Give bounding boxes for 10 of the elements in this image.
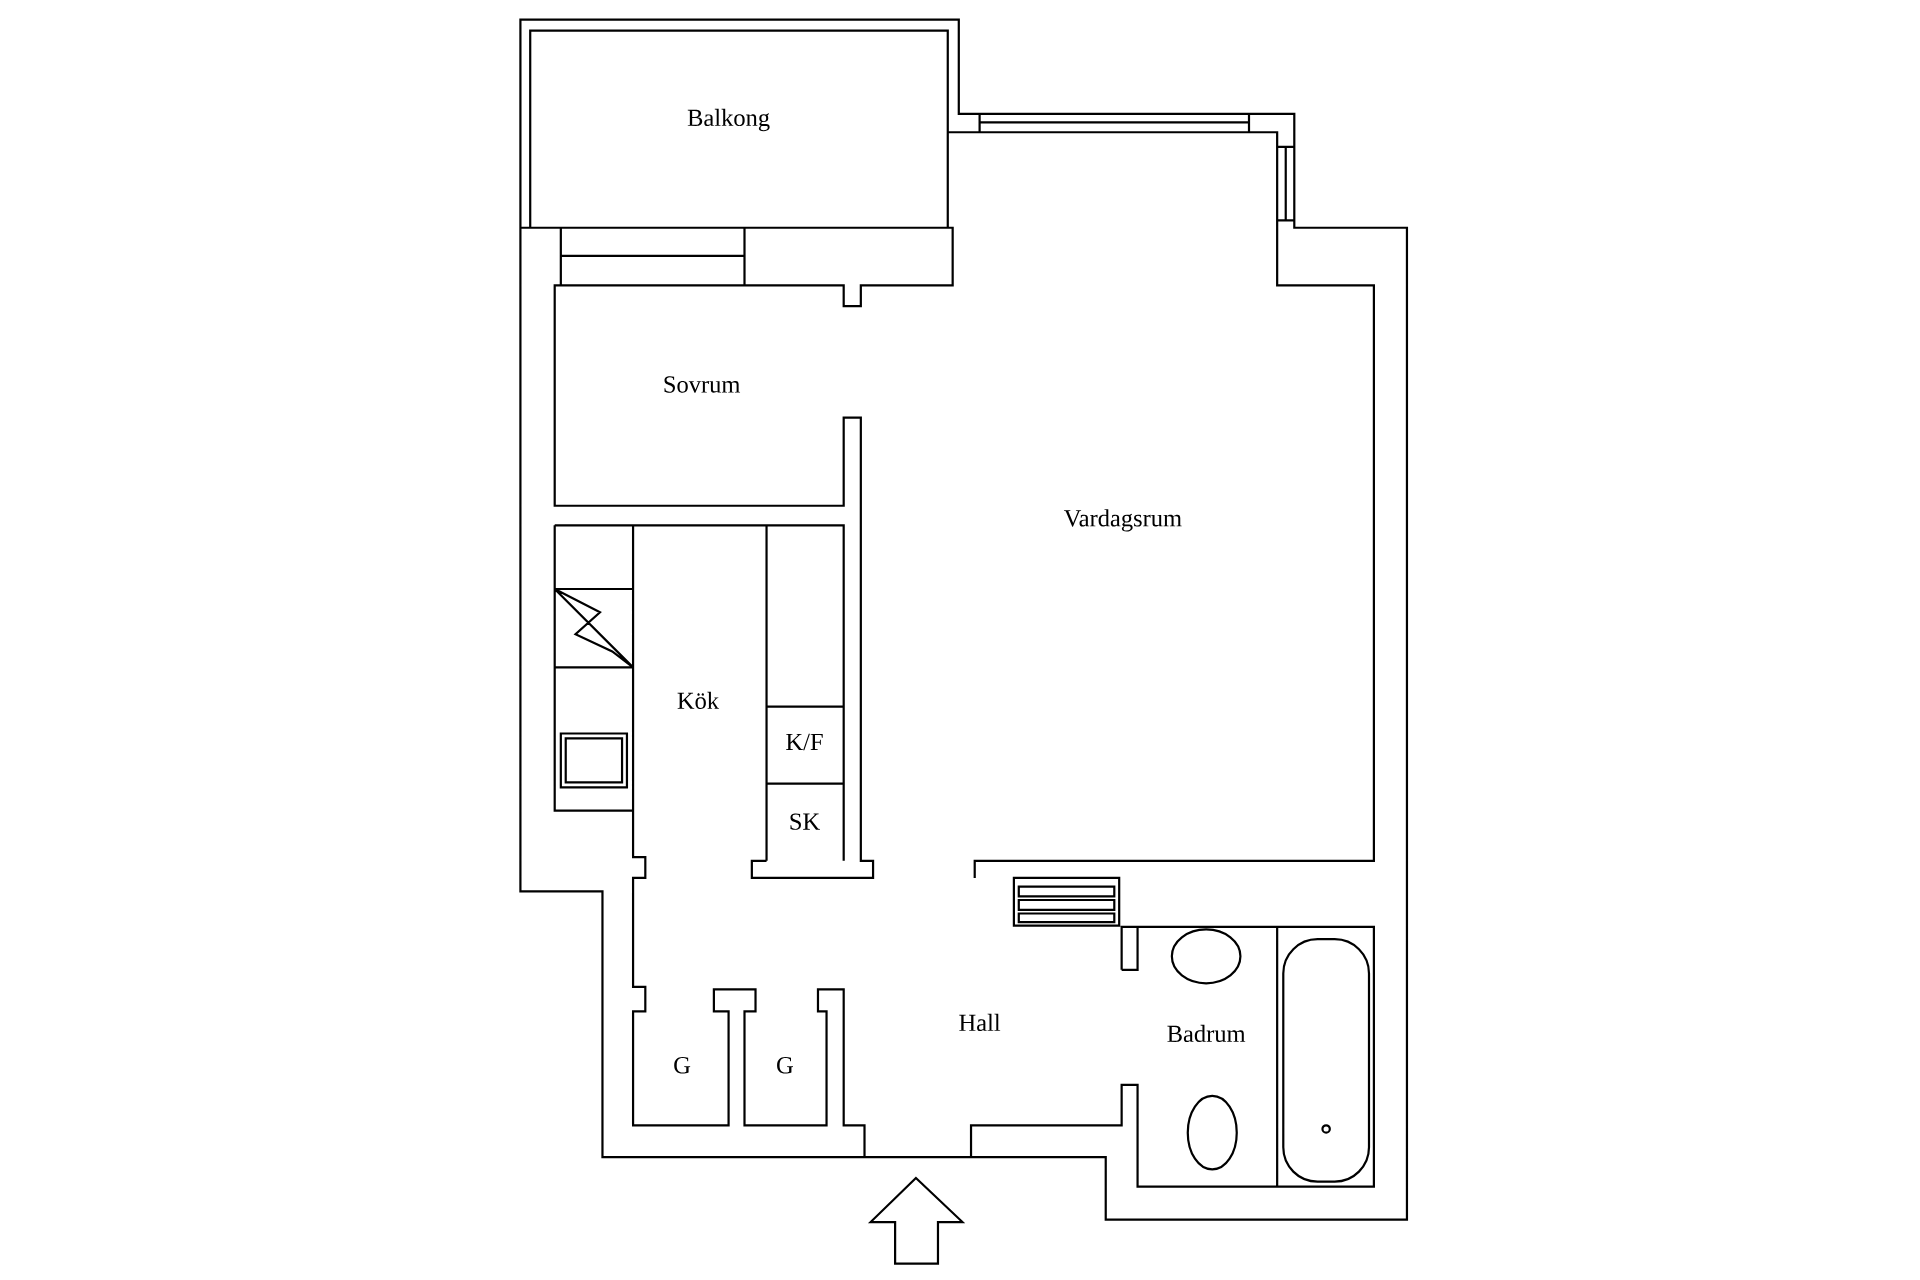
room-label: Badrum xyxy=(1167,1025,1246,1043)
room-label: SK xyxy=(790,813,820,831)
room-label: Kök xyxy=(677,692,720,710)
room-label: K/F xyxy=(786,734,823,751)
room-label: G xyxy=(674,1057,691,1074)
room-label: G xyxy=(777,1057,793,1074)
room-label: Sovrum xyxy=(664,376,741,393)
room-label: Hall xyxy=(959,1014,1001,1032)
room-label: Vardagsrum xyxy=(1063,509,1182,532)
room-label: Balkong xyxy=(687,109,770,132)
